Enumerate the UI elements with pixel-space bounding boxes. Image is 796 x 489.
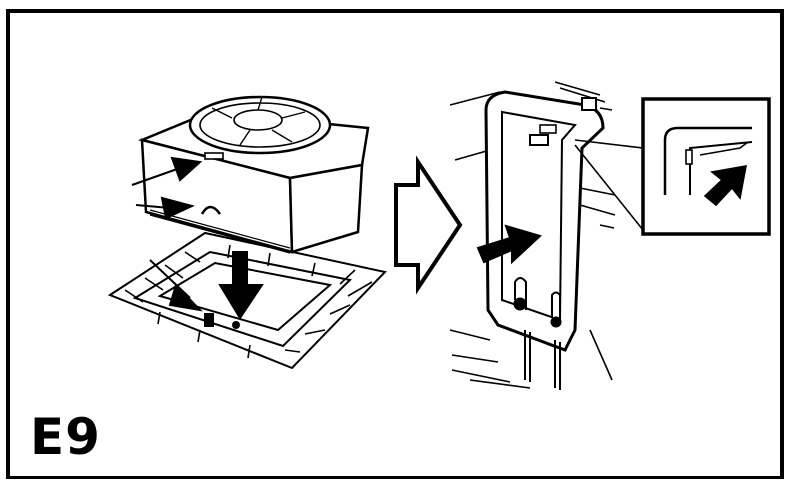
fan-unit (138, 95, 370, 254)
detail-callout-lines (574, 139, 644, 231)
wall-section (449, 81, 616, 389)
down-arrow (218, 251, 264, 320)
figure-label: E9 (30, 408, 101, 466)
pointer-arrows-left (131, 156, 203, 312)
detail-inset (641, 97, 771, 236)
wall-bracket (484, 90, 605, 390)
bracket-arrow (476, 224, 542, 265)
next-step-arrow (394, 155, 463, 295)
